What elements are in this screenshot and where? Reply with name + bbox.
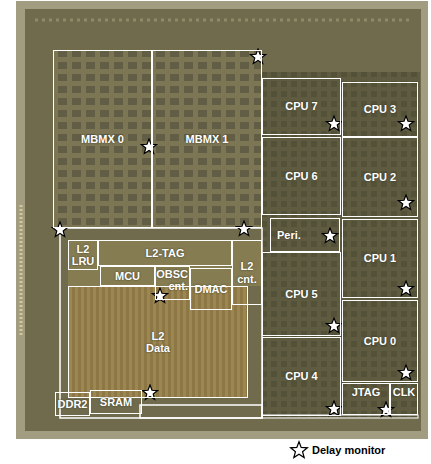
l2-lru-block: L2 LRU [68, 240, 98, 270]
cpu-core: CPU 4 [262, 337, 341, 416]
block-label: DDR2 [58, 398, 88, 410]
block-label: L2 Data [143, 330, 173, 354]
block-label: MBMX 1 [186, 133, 229, 145]
obsc-counter: OBSC cnt. [155, 266, 190, 300]
delay-monitor-star [398, 195, 413, 209]
block-label: L2 LRU [70, 243, 96, 267]
block-label: CPU 5 [285, 288, 317, 300]
block-label: SRAM [100, 396, 132, 408]
die-core [25, 9, 421, 431]
block-label: DMAC [195, 283, 228, 295]
delay-monitor-stars [52, 49, 413, 416]
pad-row [20, 205, 23, 335]
l2-controller: L2 cnt. [232, 240, 262, 305]
delay-monitor-star [250, 49, 265, 63]
block-label: L2 cnt. [234, 260, 260, 284]
pad-row [35, 19, 410, 22]
delay-monitor-star [52, 222, 67, 236]
block-label: MBMX 0 [81, 133, 124, 145]
cpu-core: CPU 7 [262, 78, 341, 135]
cpu-core: CPU 5 [262, 252, 341, 336]
block-label: L2-TAG [146, 247, 185, 259]
block-label: CPU 6 [285, 170, 317, 182]
mcu-block: MCU [100, 266, 155, 286]
cpu-core: CPU 0 [342, 300, 418, 382]
block-label: Peri. [277, 229, 301, 241]
delay-monitor-star [326, 318, 341, 332]
delay-monitor-star [398, 365, 413, 379]
block-label: MCU [115, 270, 140, 282]
l2-region-outline [60, 228, 262, 418]
delay-monitor-star [398, 116, 413, 130]
l2-data-area [68, 286, 248, 398]
dmac-block: DMAC [190, 268, 232, 310]
block-outline [140, 405, 262, 418]
l2-data-block: L2 Data [68, 286, 248, 398]
die-edge [16, 1, 428, 439]
block-label: JTAG [352, 386, 381, 398]
mbmx-block: MBMX 0 [53, 50, 152, 228]
cpu-core: CPU 3 [342, 82, 418, 137]
legend-star [289, 440, 309, 460]
delay-monitor-star [322, 228, 337, 242]
delay-monitor-star [141, 139, 156, 153]
delay-monitor-star [236, 221, 251, 235]
legend-item: Delay monitor [289, 440, 385, 460]
legend-star-shape [291, 442, 308, 458]
clock-block: CLK [390, 383, 418, 415]
cpu-core: CPU 6 [262, 137, 341, 215]
cpu-cells [262, 72, 420, 417]
block-label: OBSC cnt. [156, 268, 188, 292]
mbmx-cells [53, 50, 262, 228]
peripheral-block: Peri. [270, 218, 340, 252]
block-label: CPU 7 [285, 100, 317, 112]
l2-data-cells [68, 286, 248, 398]
cpu-area [262, 72, 420, 417]
delay-monitor-star [326, 401, 341, 415]
sram-block: SRAM [90, 390, 142, 414]
block-label: CLK [393, 386, 416, 398]
mbmx-area [53, 50, 262, 228]
block-label: CPU 3 [364, 103, 396, 115]
cpu-core: CPU 1 [342, 219, 418, 298]
cpu-core: CPU 2 [342, 137, 418, 217]
l2-tag-block: L2-TAG [98, 240, 232, 266]
block-label: CPU 4 [285, 370, 317, 382]
block-label: CPU 2 [364, 171, 396, 183]
block-label: CPU 1 [364, 252, 396, 264]
delay-monitor-star [398, 281, 413, 295]
jtag-block: JTAG [342, 383, 390, 415]
ddr2-interface: DDR2 [55, 392, 90, 416]
block-label: CPU 0 [364, 335, 396, 347]
mbmx-block: MBMX 1 [152, 50, 262, 228]
delay-monitor-star [326, 116, 341, 130]
legend-text: Delay monitor [312, 444, 385, 456]
